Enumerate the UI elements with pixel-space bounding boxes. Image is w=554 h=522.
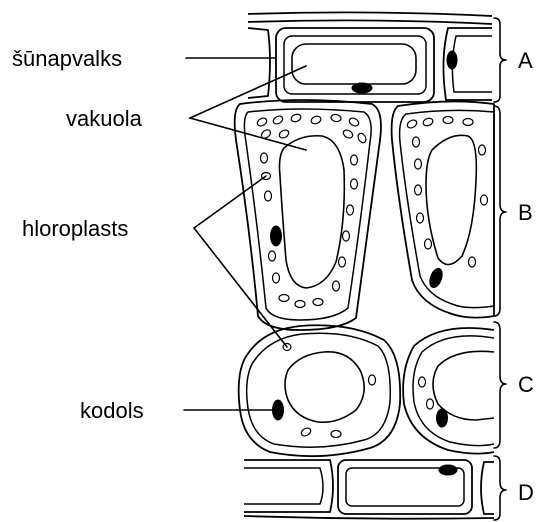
brace-a bbox=[494, 18, 506, 102]
brace-b bbox=[494, 106, 506, 316]
chloroplast bbox=[348, 116, 360, 127]
chloroplast bbox=[290, 113, 302, 123]
chloroplast bbox=[269, 251, 276, 261]
chloroplast bbox=[265, 191, 272, 201]
chloroplast bbox=[369, 375, 376, 385]
label-vacuole: vakuola bbox=[66, 106, 143, 131]
chloroplast bbox=[469, 257, 476, 267]
chloroplast bbox=[481, 195, 488, 205]
chloroplast bbox=[330, 114, 341, 123]
brace-c bbox=[494, 322, 506, 448]
zone-label-a: A bbox=[518, 48, 533, 73]
nucleus bbox=[439, 465, 457, 475]
chloroplast bbox=[300, 426, 312, 437]
chloroplast-leader-top bbox=[194, 176, 266, 228]
chloroplast-leader-bottom bbox=[194, 228, 287, 347]
chloroplast bbox=[417, 213, 424, 223]
chloroplast bbox=[256, 116, 268, 127]
zone-braces bbox=[494, 18, 506, 520]
vacuole-leader-top bbox=[190, 66, 306, 118]
label-nucleus: kodols bbox=[80, 398, 144, 423]
chloroplast bbox=[273, 273, 280, 283]
chloroplast bbox=[479, 145, 486, 155]
chloroplast bbox=[347, 205, 354, 215]
chloroplast bbox=[463, 119, 473, 126]
chloroplast bbox=[415, 185, 422, 195]
nucleus bbox=[352, 83, 372, 93]
zone-label-b: B bbox=[518, 200, 533, 225]
chloroplast bbox=[278, 128, 290, 139]
chloroplast bbox=[339, 257, 346, 267]
zone-label-d: D bbox=[518, 480, 534, 505]
chloroplast bbox=[413, 137, 420, 147]
nucleus bbox=[273, 400, 284, 420]
zone-label-c: C bbox=[518, 372, 534, 397]
chloroplast bbox=[313, 299, 323, 306]
label-cell-wall: šūnapvalks bbox=[12, 46, 122, 71]
nucleus bbox=[447, 51, 457, 69]
label-chloroplasts: hloroplasts bbox=[22, 216, 128, 241]
chloroplast bbox=[310, 115, 322, 125]
chloroplast bbox=[331, 431, 341, 438]
chloroplast bbox=[333, 281, 340, 291]
chloroplast bbox=[342, 128, 354, 139]
chloroplast bbox=[351, 155, 358, 165]
chloroplast bbox=[422, 117, 434, 127]
chloroplast bbox=[406, 118, 418, 129]
chloroplast bbox=[343, 231, 350, 241]
zone-c-cells bbox=[239, 325, 494, 456]
chloroplast bbox=[261, 153, 268, 163]
chloroplast bbox=[425, 239, 432, 249]
chloroplast bbox=[356, 132, 367, 144]
nucleus bbox=[427, 267, 444, 290]
nucleus bbox=[437, 409, 448, 427]
chloroplast bbox=[295, 301, 305, 308]
brace-d bbox=[494, 456, 506, 520]
nucleus bbox=[271, 226, 282, 246]
chloroplast bbox=[419, 377, 426, 387]
chloroplast bbox=[351, 179, 358, 189]
chloroplast bbox=[443, 117, 453, 124]
chloroplast bbox=[279, 295, 289, 302]
chloroplast bbox=[427, 399, 434, 409]
chloroplast bbox=[272, 114, 284, 125]
chloroplast bbox=[415, 159, 422, 169]
